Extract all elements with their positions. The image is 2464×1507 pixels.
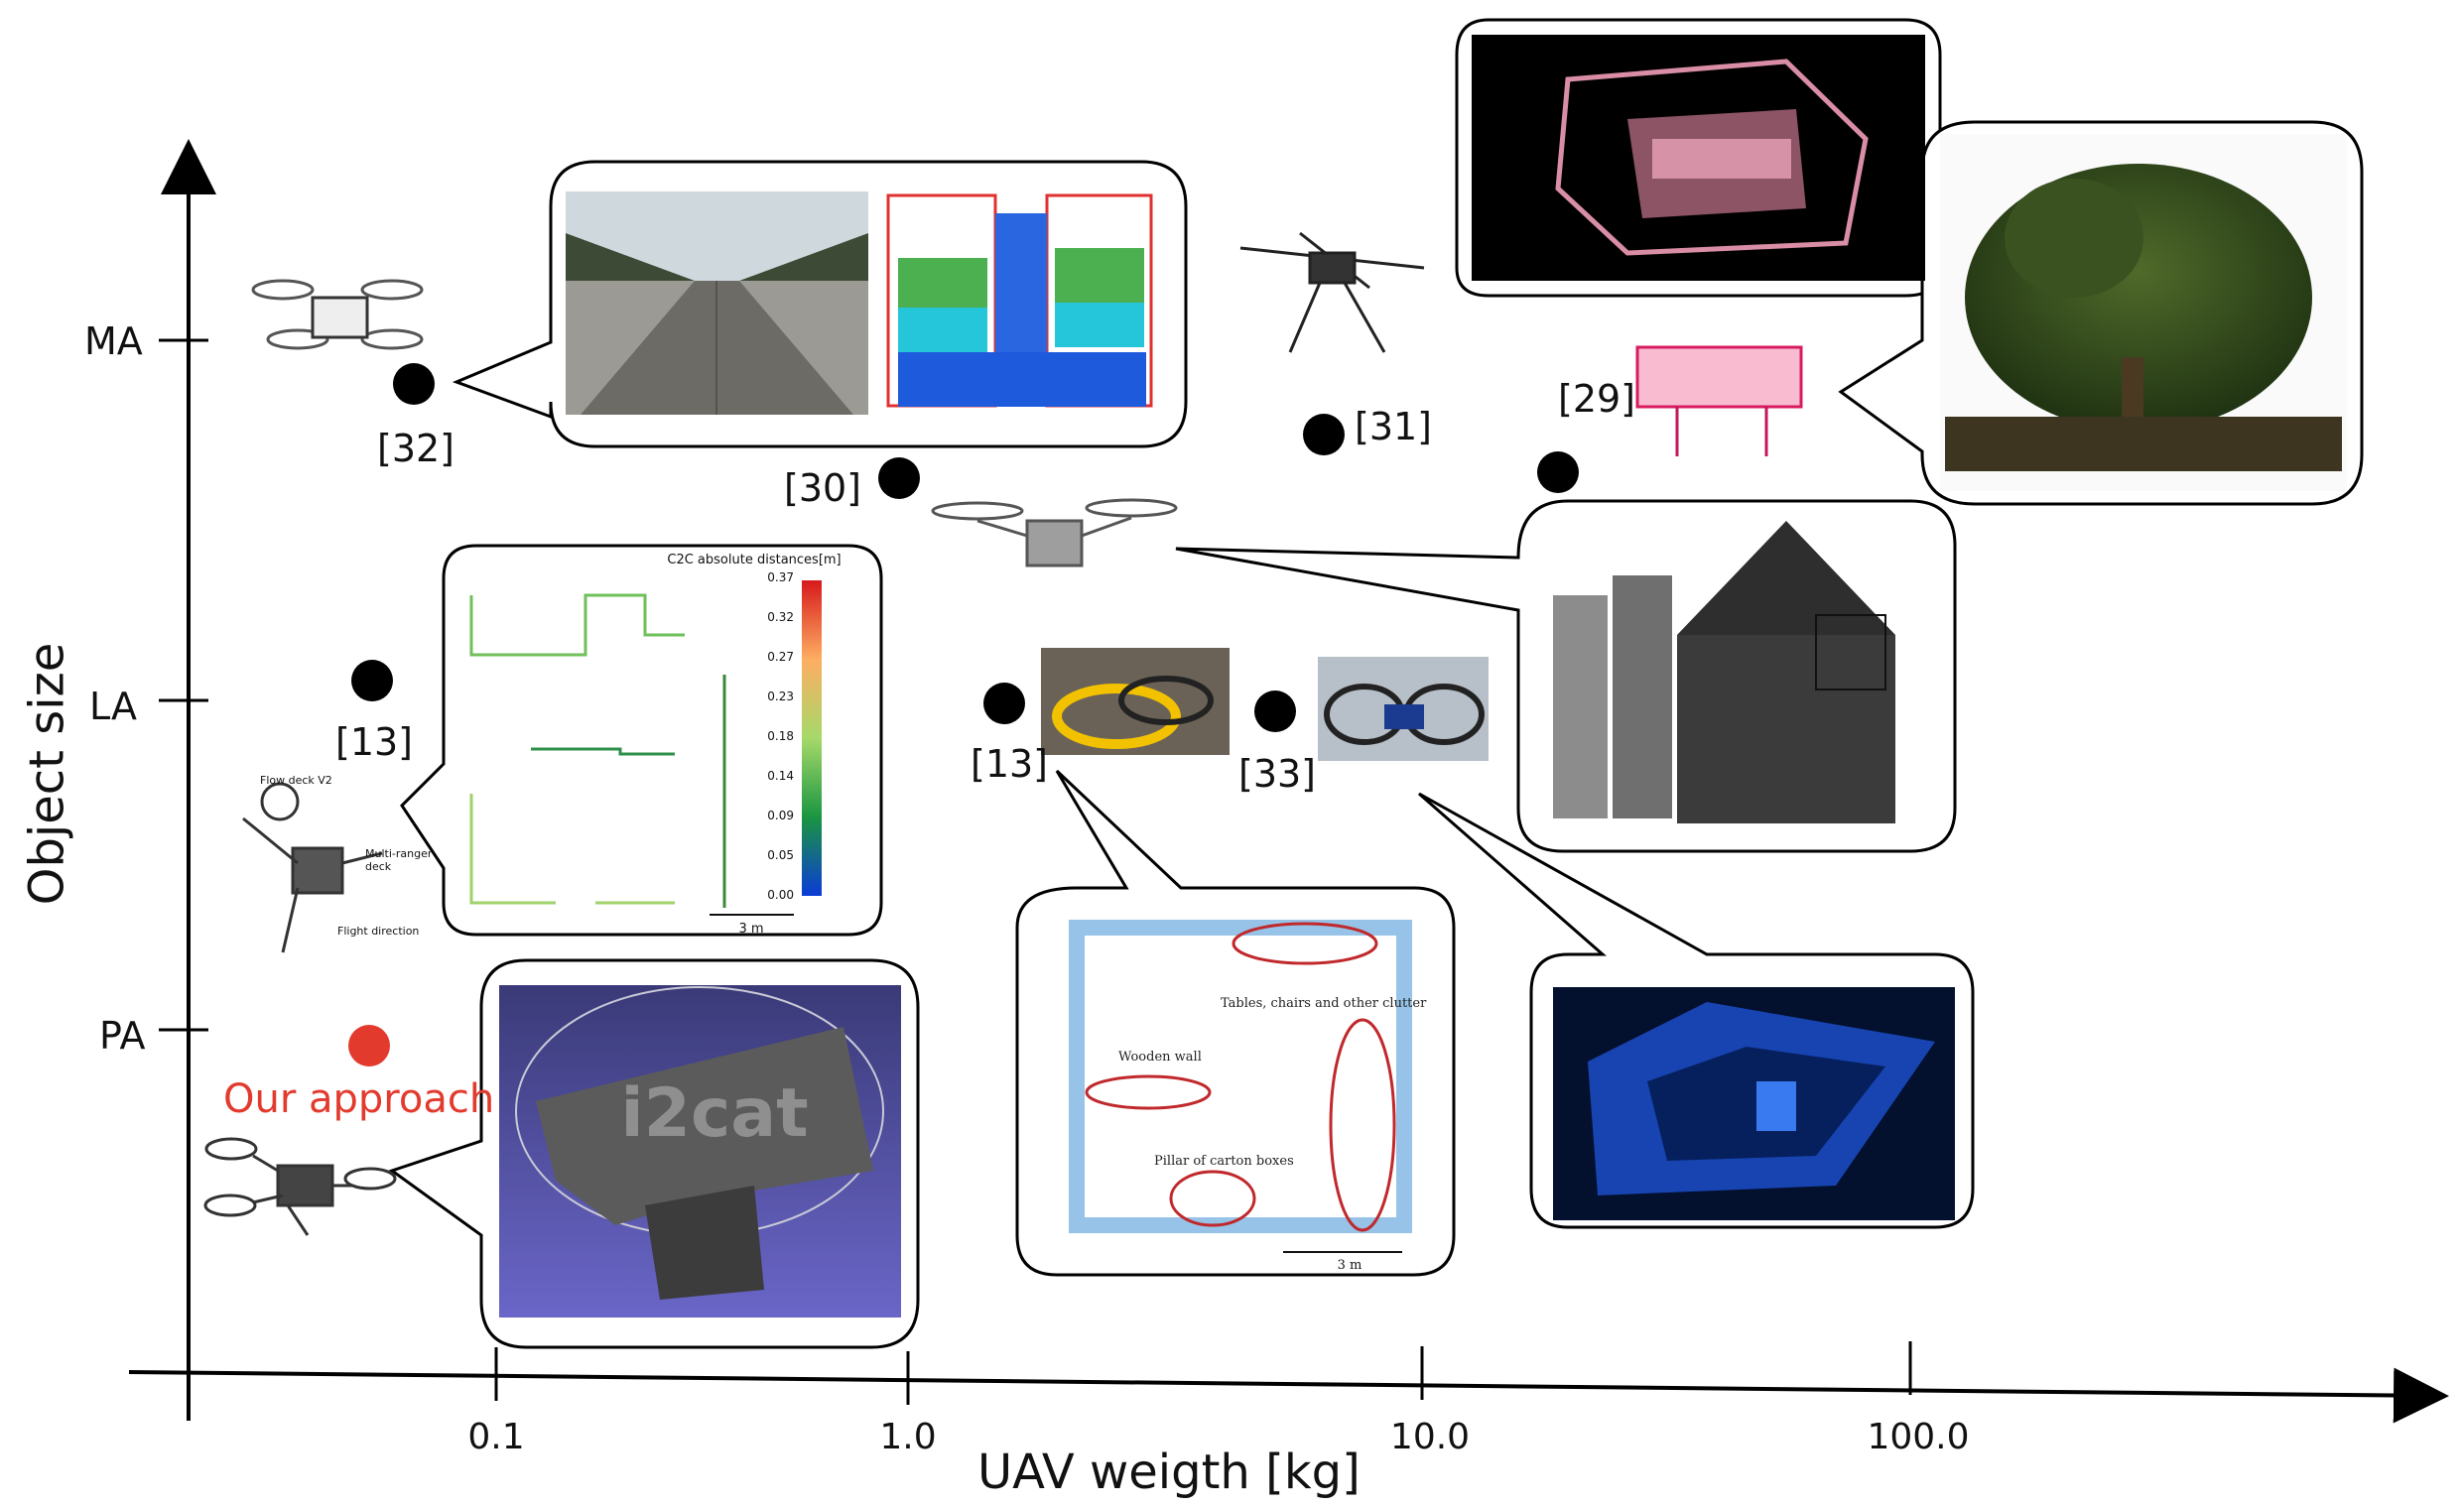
drone-crazyflie-13	[242, 782, 383, 953]
marker-13-mid	[983, 683, 1025, 724]
reference-markers	[348, 363, 1579, 1067]
drone-label-flowdeck: Flow deck V2	[260, 774, 332, 787]
drone-photo-33	[1318, 657, 1489, 761]
y-tick-pa: PA	[99, 1014, 146, 1058]
ref-label-13-left: [13]	[335, 720, 414, 764]
inset-pink-pointcloud	[1472, 35, 1925, 281]
marker-our-approach	[348, 1025, 390, 1067]
inset-greenhouse	[566, 191, 868, 415]
y-tick-ma: MA	[84, 319, 143, 363]
inset-blue-room	[1553, 987, 1955, 1220]
drone-photo-13-mid	[1041, 648, 1230, 755]
ref-label-13-mid: [13]	[971, 742, 1049, 786]
map-annotation-pillar: Pillar of carton boxes	[1154, 1154, 1294, 1169]
drone-crazyflie-ours	[203, 1137, 397, 1236]
drone-label-direction: Flight direction	[337, 925, 420, 938]
map-scale-bar: 3 m	[1338, 1258, 1362, 1273]
x-tick-100-0: 100.0	[1867, 1417, 1970, 1457]
i2cat-text: i2cat	[620, 1074, 808, 1153]
marker-13-left	[351, 660, 393, 701]
ref-label-29: [29]	[1558, 377, 1636, 421]
c2c-scale-values: 0.37 0.32 0.27 0.23 0.18 0.14 0.09 0.05 0.00	[754, 570, 794, 902]
ref-label-31: [31]	[1355, 405, 1433, 448]
c2c-scale-value: 0.14	[767, 769, 794, 783]
marker-30	[878, 457, 920, 499]
c2c-title: C2C absolute distances[m]	[667, 553, 841, 567]
inset-tree	[1940, 134, 2347, 491]
y-axis-title: Object size	[19, 642, 75, 906]
axes	[128, 139, 2449, 1424]
inset-c2c: 3 m C2C absolute distances[m]	[464, 553, 861, 937]
ref-label-33: [33]	[1238, 752, 1317, 796]
c2c-scale-value: 0.27	[767, 650, 794, 664]
c2c-scale-value: 0.18	[767, 729, 794, 743]
marker-31	[1303, 414, 1345, 455]
x-tick-0-1: 0.1	[467, 1417, 525, 1457]
drone-custom-29	[1635, 345, 1803, 456]
map-annotation-wall: Wooden wall	[1118, 1050, 1202, 1065]
x-axis	[128, 1367, 2449, 1424]
c2c-scale-value: 0.32	[767, 610, 794, 624]
inset-occupancy-map: Tables, chairs and other clutter Wooden …	[1044, 898, 1438, 1273]
c2c-scale-value: 0.00	[767, 888, 794, 902]
drone-mavic	[931, 498, 1178, 567]
c2c-scale-bar: 3 m	[738, 922, 763, 937]
inset-i2cat-model: i2cat	[499, 985, 901, 1318]
drone-hexacopter	[1239, 231, 1425, 353]
y-tick-la: LA	[89, 685, 138, 728]
our-approach-label: Our approach	[223, 1076, 495, 1122]
c2c-scale-value: 0.09	[767, 809, 794, 822]
drone-tello	[251, 279, 424, 350]
x-tick-1-0: 1.0	[879, 1417, 937, 1457]
c2c-scale-value: 0.37	[767, 570, 794, 584]
x-tick-10-0: 10.0	[1389, 1417, 1471, 1457]
c2c-scale-value: 0.23	[767, 690, 794, 703]
ref-label-32: [32]	[377, 427, 455, 470]
marker-32	[393, 363, 435, 405]
drone-label-multiranger: Multi-ranger deck	[365, 847, 433, 873]
c2c-scale-value: 0.05	[767, 848, 794, 862]
inset-silo	[1533, 516, 1940, 838]
marker-29	[1537, 451, 1579, 493]
map-annotation-clutter: Tables, chairs and other clutter	[1221, 996, 1427, 1011]
inset-voxel-map	[883, 191, 1156, 415]
ref-label-30: [30]	[784, 466, 862, 510]
marker-33	[1254, 691, 1296, 732]
x-axis-title: UAV weigth [kg]	[977, 1444, 1361, 1500]
